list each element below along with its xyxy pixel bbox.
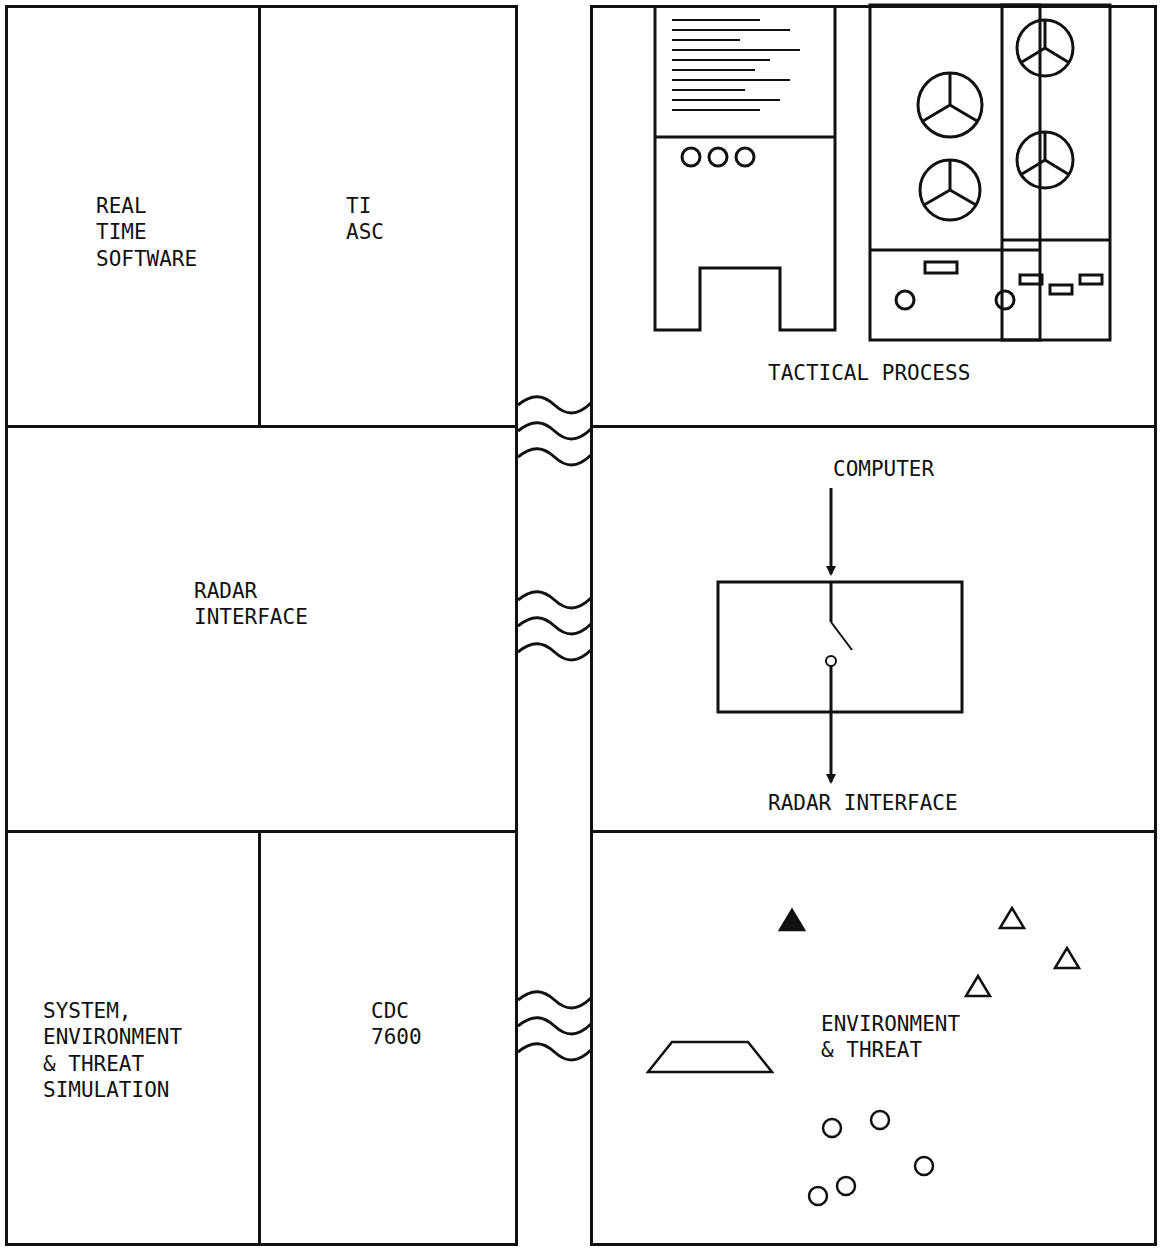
computer-cell: TI ASC: [258, 5, 518, 428]
environment-panel: ENVIRONMENT & THREAT: [590, 830, 1157, 1246]
label-cell: RADAR INTERFACE: [5, 425, 518, 833]
node-label: TACTICAL PROCESS: [768, 360, 1028, 386]
node-label: COMPUTER: [833, 456, 973, 482]
tape-drive-cabinet: [870, 5, 1110, 340]
node-label: TI ASC: [346, 193, 396, 246]
radar-interface-switch: [718, 488, 962, 782]
computer-cabinet: [655, 5, 835, 330]
wavy-link: [518, 592, 591, 660]
node-label: SYSTEM, ENVIRONMENT & THREAT SIMULATION: [43, 998, 193, 1103]
threat-symbols: [648, 908, 1079, 1205]
label-cell: SYSTEM, ENVIRONMENT & THREAT SIMULATION: [5, 830, 261, 1246]
node-label: RADAR INTERFACE: [768, 790, 1028, 816]
tactical-panel: TACTICAL PROCESS: [590, 5, 1157, 428]
node-label: RADAR INTERFACE: [194, 578, 319, 631]
wavy-link: [518, 397, 591, 465]
node-label: CDC 7600: [371, 998, 433, 1051]
wavy-link: [518, 992, 591, 1060]
node-label: REAL TIME SOFTWARE: [96, 193, 206, 272]
label-cell: REAL TIME SOFTWARE: [5, 5, 261, 428]
radar-panel: COMPUTER RADAR INTERFACE: [590, 425, 1157, 833]
computer-cell: CDC 7600: [258, 830, 518, 1246]
node-label: ENVIRONMENT & THREAT: [821, 1011, 971, 1064]
